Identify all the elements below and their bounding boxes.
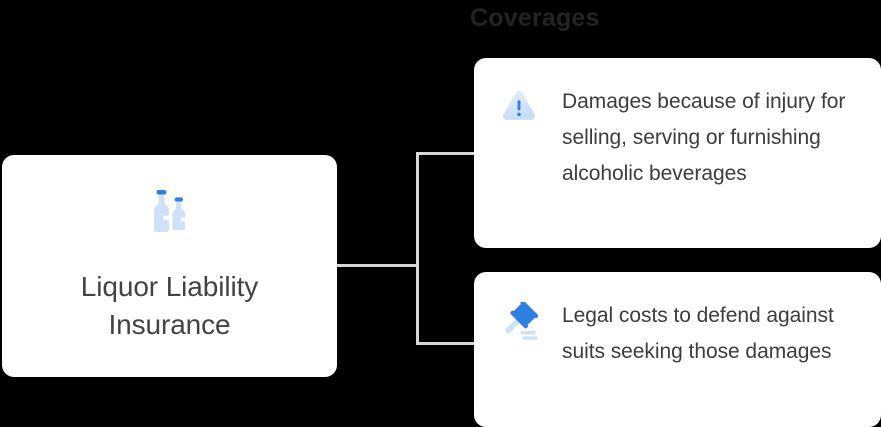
page-title: Coverages — [470, 4, 600, 32]
coverage-card-2-text: Legal costs to defend against suits seek… — [562, 304, 834, 363]
gavel-icon — [505, 302, 539, 340]
liquor-bottles-icon — [153, 190, 185, 232]
root-card-label: Liquor Liability Insurance — [80, 271, 259, 340]
warning-triangle-icon — [503, 91, 535, 120]
root-card-liquor-liability-insurance[interactable]: Liquor Liability Insurance — [2, 155, 337, 377]
coverage-card-1[interactable]: Damages because of injury for selling, s… — [474, 58, 881, 248]
coverage-card-1-text: Damages because of injury for selling, s… — [562, 90, 846, 185]
coverage-card-2[interactable]: Legal costs to defend against suits seek… — [474, 272, 881, 427]
